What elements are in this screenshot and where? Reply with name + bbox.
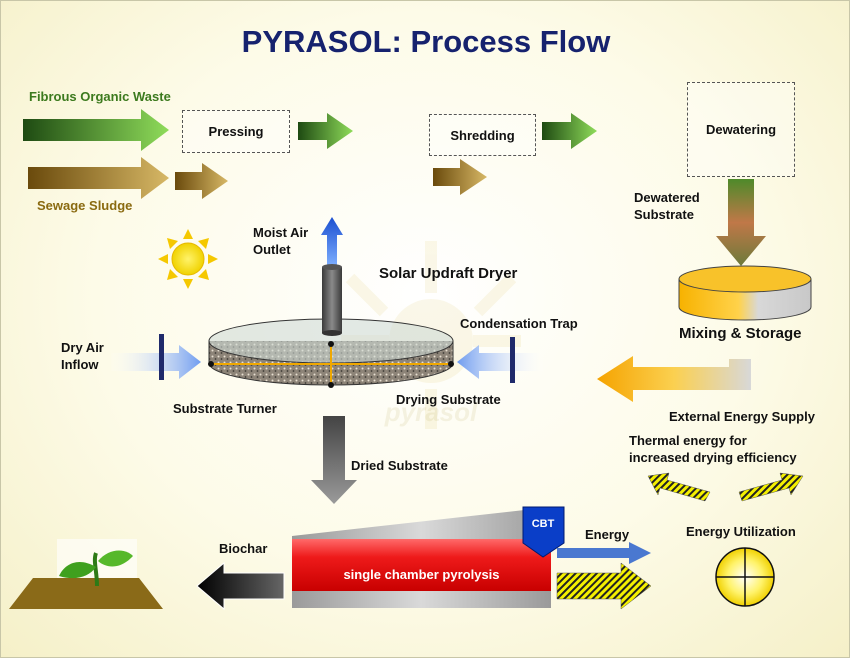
page-title: PYRASOL: Process Flow <box>241 24 611 59</box>
external-energy-arrow-left <box>647 472 711 502</box>
substrate-turner-label: Substrate Turner <box>173 401 277 416</box>
dewatering-step: Dewatering <box>687 82 795 177</box>
energy-arrow-blue <box>557 542 651 564</box>
condensation-trap-arrow <box>457 345 543 379</box>
dewatered-substrate-label-2: Substrate <box>634 207 694 222</box>
energy-arrow-hatched <box>556 562 652 610</box>
sun-icon <box>158 229 218 289</box>
fibrous-input-arrow <box>23 109 169 151</box>
mixing-storage-tank <box>678 265 812 321</box>
sludge-input-arrow <box>28 157 169 199</box>
moist-air-label-1: Moist Air <box>253 225 309 240</box>
fibrous-waste-label: Fibrous Organic Waste <box>29 89 171 104</box>
cbt-badge <box>522 506 565 558</box>
pyrolysis-reactor <box>292 507 551 608</box>
drying-substrate-label: Drying Substrate <box>396 392 501 407</box>
dried-substrate-arrow <box>311 416 357 504</box>
biochar-arrow <box>196 561 285 611</box>
pyrolysis-label: single chamber pyrolysis <box>343 567 500 582</box>
dry-air-barrier <box>159 334 164 380</box>
moist-air-outlet-arrow <box>321 217 343 267</box>
energy-label: Energy <box>585 527 630 542</box>
external-energy-arrow-right <box>738 472 804 502</box>
plant-soil-icon <box>9 539 163 609</box>
thermal-energy-label-2: increased drying efficiency <box>629 450 797 465</box>
mixing-storage-label: Mixing & Storage <box>679 325 802 342</box>
substrate-return-arrow <box>597 356 751 402</box>
dryer-chimney <box>322 264 342 336</box>
dry-air-label-2: Inflow <box>61 357 99 372</box>
sewage-sludge-label: Sewage Sludge <box>37 198 133 213</box>
energy-utilization-label: Energy Utilization <box>686 524 796 539</box>
energy-utilization-icon <box>715 547 775 607</box>
condensation-trap-label: Condensation Trap <box>460 316 578 331</box>
dewatered-substrate-label-1: Dewatered <box>634 190 700 205</box>
brown-arrow-2 <box>433 159 487 195</box>
cbt-label: CBT <box>531 518 555 530</box>
dewatering-down-arrow <box>716 179 766 266</box>
dried-substrate-label: Dried Substrate <box>351 458 448 473</box>
green-arrow-after-pressing <box>298 113 353 149</box>
solar-updraft-dryer <box>208 318 454 388</box>
external-energy-label: External Energy Supply <box>669 409 815 424</box>
brown-arrow-1 <box>175 163 228 199</box>
green-arrow-after-shredding <box>542 113 597 149</box>
thermal-energy-label-1: Thermal energy for <box>629 433 747 448</box>
solar-dryer-title: Solar Updraft Dryer <box>379 265 518 282</box>
pressing-step: Pressing <box>182 110 290 153</box>
moist-air-label-2: Outlet <box>253 242 291 257</box>
condensation-trap-barrier <box>510 337 515 383</box>
shredding-step: Shredding <box>429 114 536 156</box>
dry-air-inflow-arrow <box>111 345 201 379</box>
dry-air-label-1: Dry Air <box>61 340 104 355</box>
biochar-label: Biochar <box>219 541 268 556</box>
